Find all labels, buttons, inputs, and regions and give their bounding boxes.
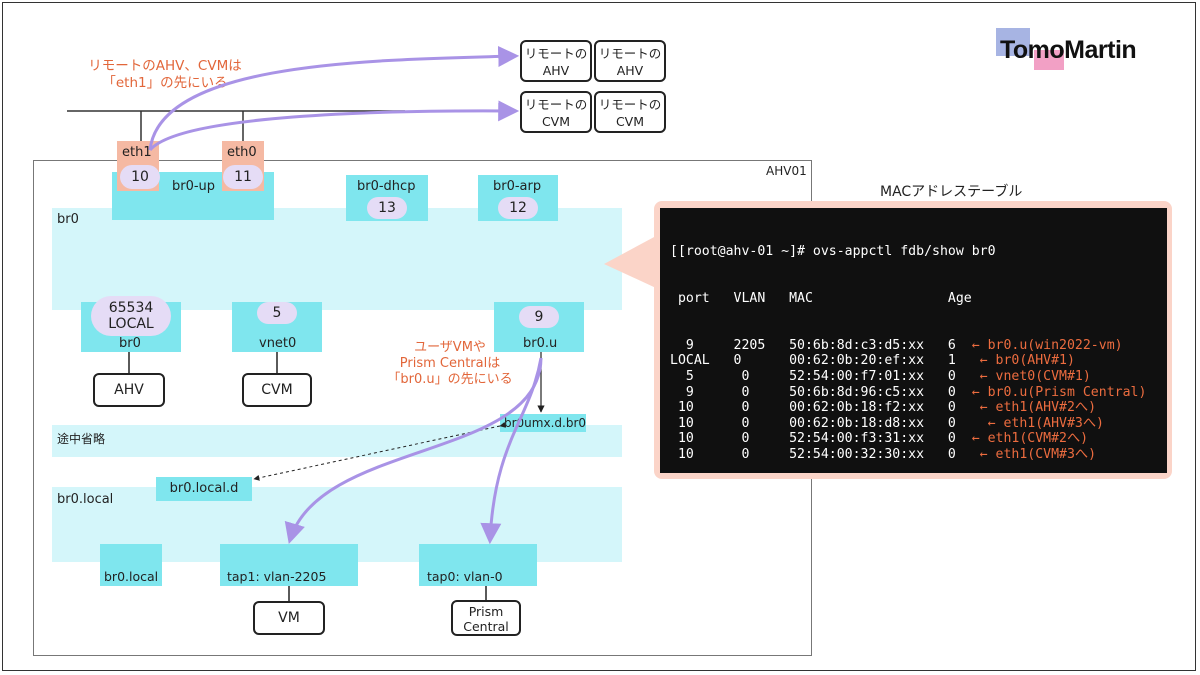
vm-note-line3: 「br0.u」の先にいる (387, 372, 513, 387)
remote-cvm-box-1: リモートの CVM (520, 91, 592, 133)
br0u-to-vm-arrow (284, 357, 543, 545)
mac-table-row: 5 0 52:54:00:f7:01:xx 0 ← vnet0(CVM#1) (670, 369, 1167, 385)
prism-central-endpoint: Prism Central (451, 600, 521, 636)
br0-local-band-label: br0.local (57, 492, 114, 507)
mac-table-rows: 9 2205 50:6b:8d:c3:d5:xx 6 ← br0.u(win20… (670, 338, 1167, 463)
mac-table-row-note: ← br0(AHV#1) (971, 353, 1075, 369)
br0-local-port-label: br0 (119, 336, 141, 351)
top-note-line2: 「eth1」の先にいる (102, 75, 228, 91)
logo: TomoMartin (996, 28, 1156, 76)
mac-table-row-note: ← vnet0(CVM#1) (971, 368, 1091, 384)
remote-ahv-1-line1: リモートの (524, 46, 588, 61)
br0-dhcp-label: br0-dhcp (357, 179, 416, 194)
mac-table-row: 10 0 00:62:0b:18:f2:xx 0 ← eth1(AHV#2へ) (670, 400, 1167, 416)
prism-line2: Central (463, 619, 509, 634)
br0-arp-port-number: 12 (498, 197, 538, 219)
cvm-endpoint: CVM (242, 373, 312, 407)
tap1-port (220, 544, 358, 586)
mac-table-row-entry: 9 2205 50:6b:8d:c3:d5:xx 6 (670, 337, 956, 353)
mac-table-terminal: [[root@ahv-01 ~]# ovs-appctl fdb/show br… (660, 208, 1167, 473)
mac-table-row: 10 0 00:62:0b:18:d8:xx 0 ← eth1(AHV#3へ) (670, 416, 1167, 432)
mac-table-row-entry: 10 0 52:54:00:32:30:xx 0 (670, 446, 956, 462)
remote-cvm-1-line2: CVM (541, 114, 571, 129)
eth1-to-remote-cvm-arrow (148, 100, 520, 152)
mac-table-row-note: ← br0.u(Prism Central) (971, 384, 1147, 400)
top-note-line1: リモートのAHV、CVMは (88, 58, 242, 74)
tap1-label: tap1: vlan-2205 (227, 569, 327, 584)
mac-table-row-note: ← eth1(CVM#3へ) (971, 446, 1097, 462)
eth0-label: eth0 (227, 145, 257, 160)
br0-local-bottom-port (100, 544, 162, 586)
mac-table-title: MACアドレステーブル (880, 184, 1023, 200)
vnet0-port-number: 5 (257, 302, 297, 324)
mac-table-row-entry: 10 0 00:62:0b:18:f2:xx 0 (670, 400, 956, 416)
eth1-label: eth1 (122, 145, 152, 160)
mac-table-row-entry: 5 0 52:54:00:f7:01:xx 0 (670, 368, 956, 384)
eth0-port-number: 11 (223, 165, 263, 189)
mac-table-header: port VLAN MAC Age (670, 290, 972, 306)
mac-table-row-note: ← eth1(AHV#2へ) (971, 400, 1097, 416)
eth1-to-remote-ahv-arrow (148, 46, 520, 151)
mac-table-row: 10 0 52:54:00:f3:31:xx 0 ← eth1(CVM#2へ) (670, 431, 1167, 447)
remote-cvm-2-line1: リモートの (598, 97, 662, 112)
br0-local-bottom-label: br0.local (104, 569, 159, 584)
mac-table-row: 10 0 52:54:00:32:30:xx 0 ← eth1(CVM#3へ) (670, 447, 1167, 463)
remote-cvm-1-line1: リモートの (524, 97, 588, 112)
br0u-label: br0.u (523, 336, 558, 351)
br0-arp-label: br0-arp (493, 179, 542, 194)
remote-ahv-1-line2: AHV (542, 63, 570, 78)
br0-bridge-label: br0 (57, 212, 79, 227)
tap0-port (419, 544, 537, 586)
callout-tip (604, 236, 656, 288)
remote-cvm-2-line2: CVM (615, 114, 645, 129)
vm-note-line1: ユーザVMや (414, 340, 486, 355)
br0-local-port-number: 65534 LOCAL (91, 296, 171, 336)
mac-table-row: LOCAL 0 00:62:0b:20:ef:xx 1 ← br0(AHV#1) (670, 353, 1167, 369)
mac-table-row-entry: LOCAL 0 00:62:0b:20:ef:xx 1 (670, 353, 956, 369)
br0u-to-prism-arrow (480, 357, 543, 545)
remote-cvm-box-2: リモートの CVM (594, 91, 666, 133)
br0-local-port-line2: LOCAL (108, 316, 154, 332)
br0-dhcp-port-number: 13 (367, 197, 407, 219)
prism-line1: Prism (468, 604, 504, 619)
mac-table-row-note: ← br0.u(win2022-vm) (971, 337, 1123, 353)
remote-ahv-2-line1: リモートの (598, 46, 662, 61)
vm-note: ユーザVMや Prism Centralは 「br0.u」の先にいる (384, 340, 516, 388)
tap0-label: tap0: vlan-0 (427, 569, 503, 584)
remote-ahv-box-2: リモートの AHV (594, 40, 666, 82)
mac-table-row-entry: 10 0 52:54:00:f3:31:xx 0 (670, 431, 956, 447)
ahv-endpoint: AHV (93, 373, 165, 407)
remote-ahv-box-1: リモートの AHV (520, 40, 592, 82)
mac-table-row-note: ← eth1(AHV#3へ) (971, 415, 1104, 431)
mac-table-row-note: ← eth1(CVM#2へ) (971, 431, 1089, 447)
mx-to-local-d-dashed-arrow (253, 421, 506, 481)
br0-bridge-band (52, 208, 622, 310)
br0u-port-number: 9 (519, 306, 559, 328)
mid-band-label: 途中省略 (57, 432, 106, 446)
mac-table-row-entry: 9 0 50:6b:8d:96:c5:xx 0 (670, 384, 956, 400)
top-note: リモートのAHV、CVMは 「eth1」の先にいる (60, 58, 270, 92)
vm-note-line2: Prism Centralは (399, 356, 501, 371)
logo-blue-square (996, 28, 1030, 56)
mac-table-row-entry: 10 0 00:62:0b:18:d8:xx 0 (670, 415, 956, 431)
logo-text: TomoMartin (1000, 36, 1137, 64)
br0-up-label: br0-up (172, 179, 216, 194)
br0-local-d-port: br0.local.d (156, 477, 252, 501)
br0-local-port-line1: 65534 (108, 300, 154, 316)
remote-ahv-2-line2: AHV (616, 63, 644, 78)
mac-table-command: [[root@ahv-01 ~]# ovs-appctl fdb/show br… (670, 244, 996, 260)
logo-pink-square (1034, 50, 1064, 70)
eth1-port-number: 10 (120, 165, 160, 189)
mac-table-row: 9 2205 50:6b:8d:c3:d5:xx 6 ← br0.u(win20… (670, 338, 1167, 354)
ahv01-host-label: AHV01 (766, 164, 807, 178)
vm-endpoint: VM (253, 601, 325, 635)
vnet0-label: vnet0 (259, 336, 297, 351)
mac-table-row: 9 0 50:6b:8d:96:c5:xx 0 ← br0.u(Prism Ce… (670, 385, 1167, 401)
